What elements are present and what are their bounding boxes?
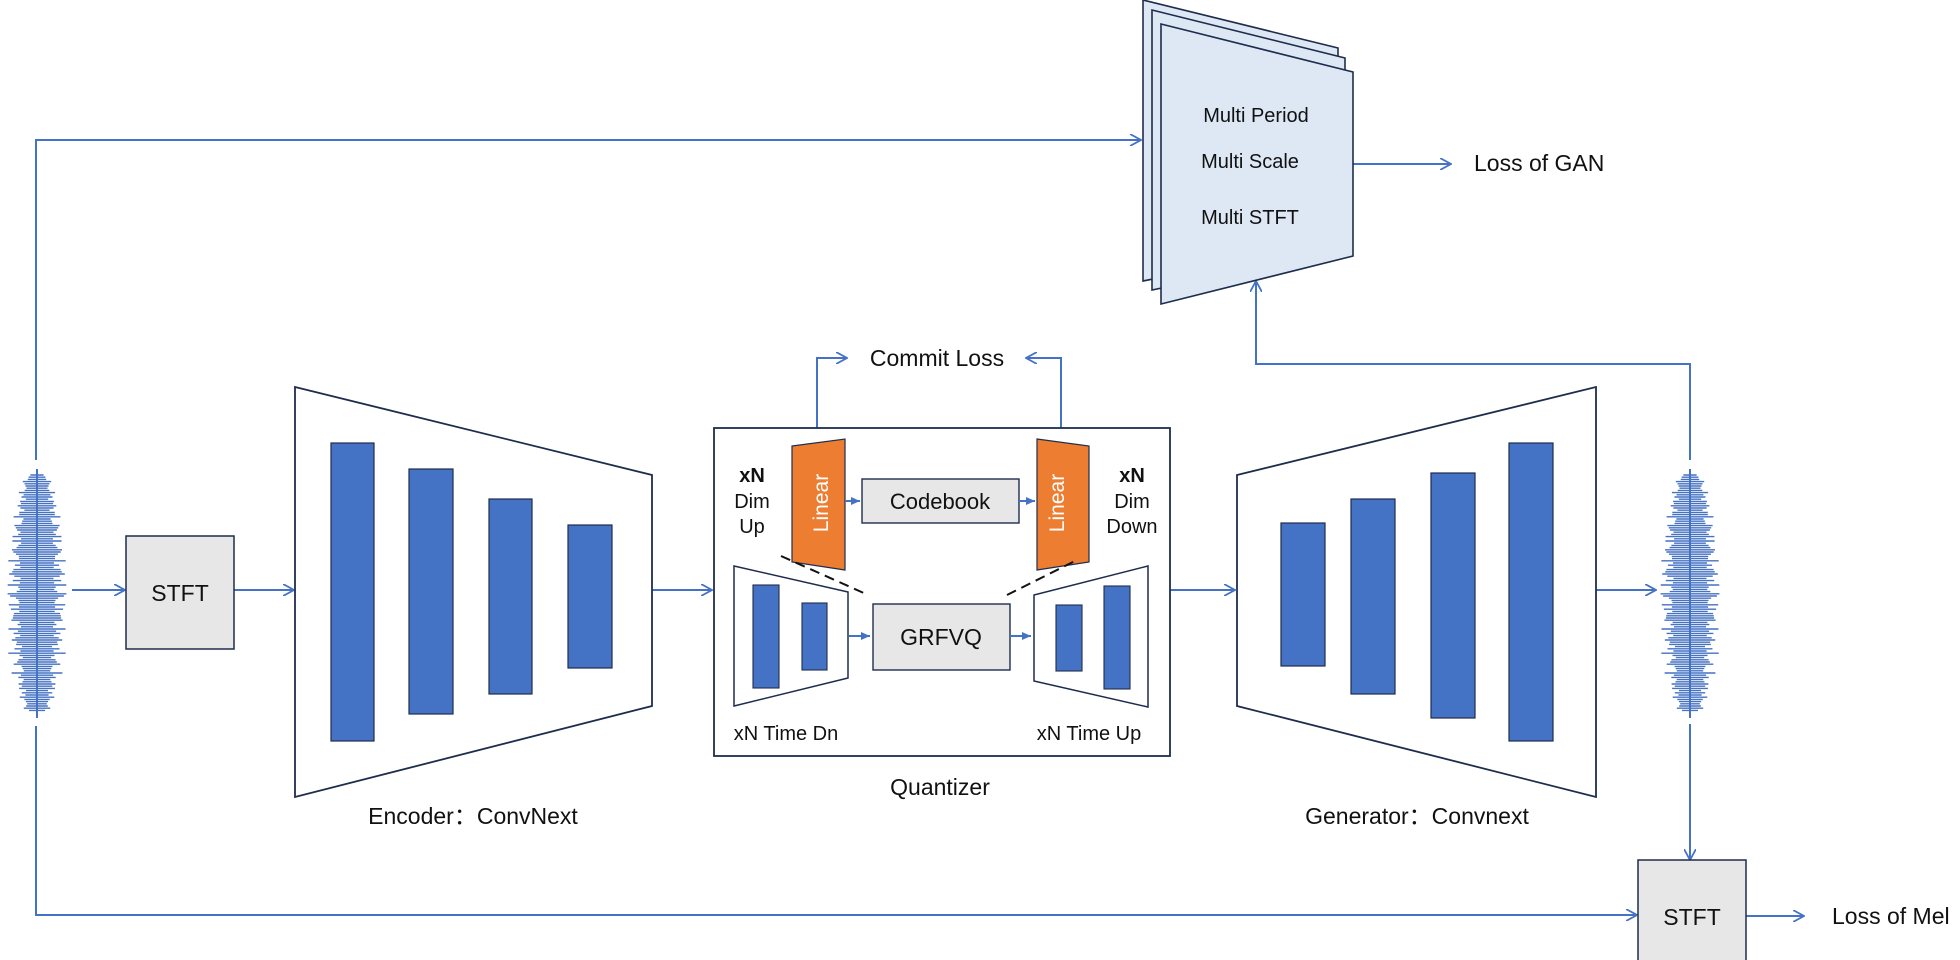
linear-left-label: Linear [810,474,833,532]
linear-right-block [1036,438,1090,571]
generator-label: Generator：Convnext [1305,803,1529,829]
commit-loss-label: Commit Loss [870,345,1004,371]
flow-linear-right-to-commit [1027,358,1062,444]
discriminator-stack: Multi Period Multi Scale Multi STFT [1142,0,1354,306]
stft-mel-label: STFT [1663,904,1721,930]
time-up-label: xN Time Up [1037,723,1141,745]
flow-linear-left-to-commit [816,358,846,444]
loss-of-mel-label: Loss of Mel [1832,903,1950,929]
loss-of-gan-label: Loss of GAN [1474,150,1604,176]
flow-input-to-mel-stft [35,726,1636,915]
stft-input-label: STFT [151,580,209,606]
quantizer-label: Quantizer [890,774,990,800]
discriminator-multi-stft: Multi STFT [1201,207,1299,229]
encoder-layer-3 [488,498,533,695]
xn-right-label: xN [1119,465,1145,487]
stft-box-input: STFT [125,535,235,650]
codebook-box [861,478,1020,524]
generator-layer-2 [1350,498,1396,695]
quantizer-block: Linear Linear Codebook xN Dim Up xN Dim … [713,427,1171,757]
dim-up-label-2: Up [739,516,765,538]
flow-output-to-discriminator [1256,282,1691,460]
dim-down-label-2: Down [1106,516,1157,538]
generator-block [1236,385,1597,799]
encoder-layer-2 [408,468,454,715]
encoder-layer-4 [567,524,613,669]
dim-down-label-1: Dim [1114,491,1150,513]
encoder-block [294,385,653,799]
generator-layer-4 [1508,442,1554,742]
output-waveform-icon [1660,469,1720,718]
generator-layer-1 [1280,522,1326,667]
linear-left-block [791,438,846,571]
discriminator-multi-scale: Multi Scale [1201,151,1299,173]
generator-layer-3 [1430,472,1476,719]
linear-right-label: Linear [1046,474,1069,532]
flow-input-to-discriminator [35,140,1140,460]
discriminator-multi-period: Multi Period [1203,105,1309,127]
encoder-label: Encoder：ConvNext [368,803,578,829]
stft-box-mel: STFT [1637,859,1747,960]
grfvq-label: GRFVQ [900,624,982,650]
dim-up-label-1: Dim [734,491,770,513]
codebook-label: Codebook [890,489,991,514]
time-dn-label: xN Time Dn [734,723,838,745]
input-waveform-icon [7,469,67,718]
xn-left-label: xN [739,465,765,487]
encoder-layer-1 [330,442,375,742]
